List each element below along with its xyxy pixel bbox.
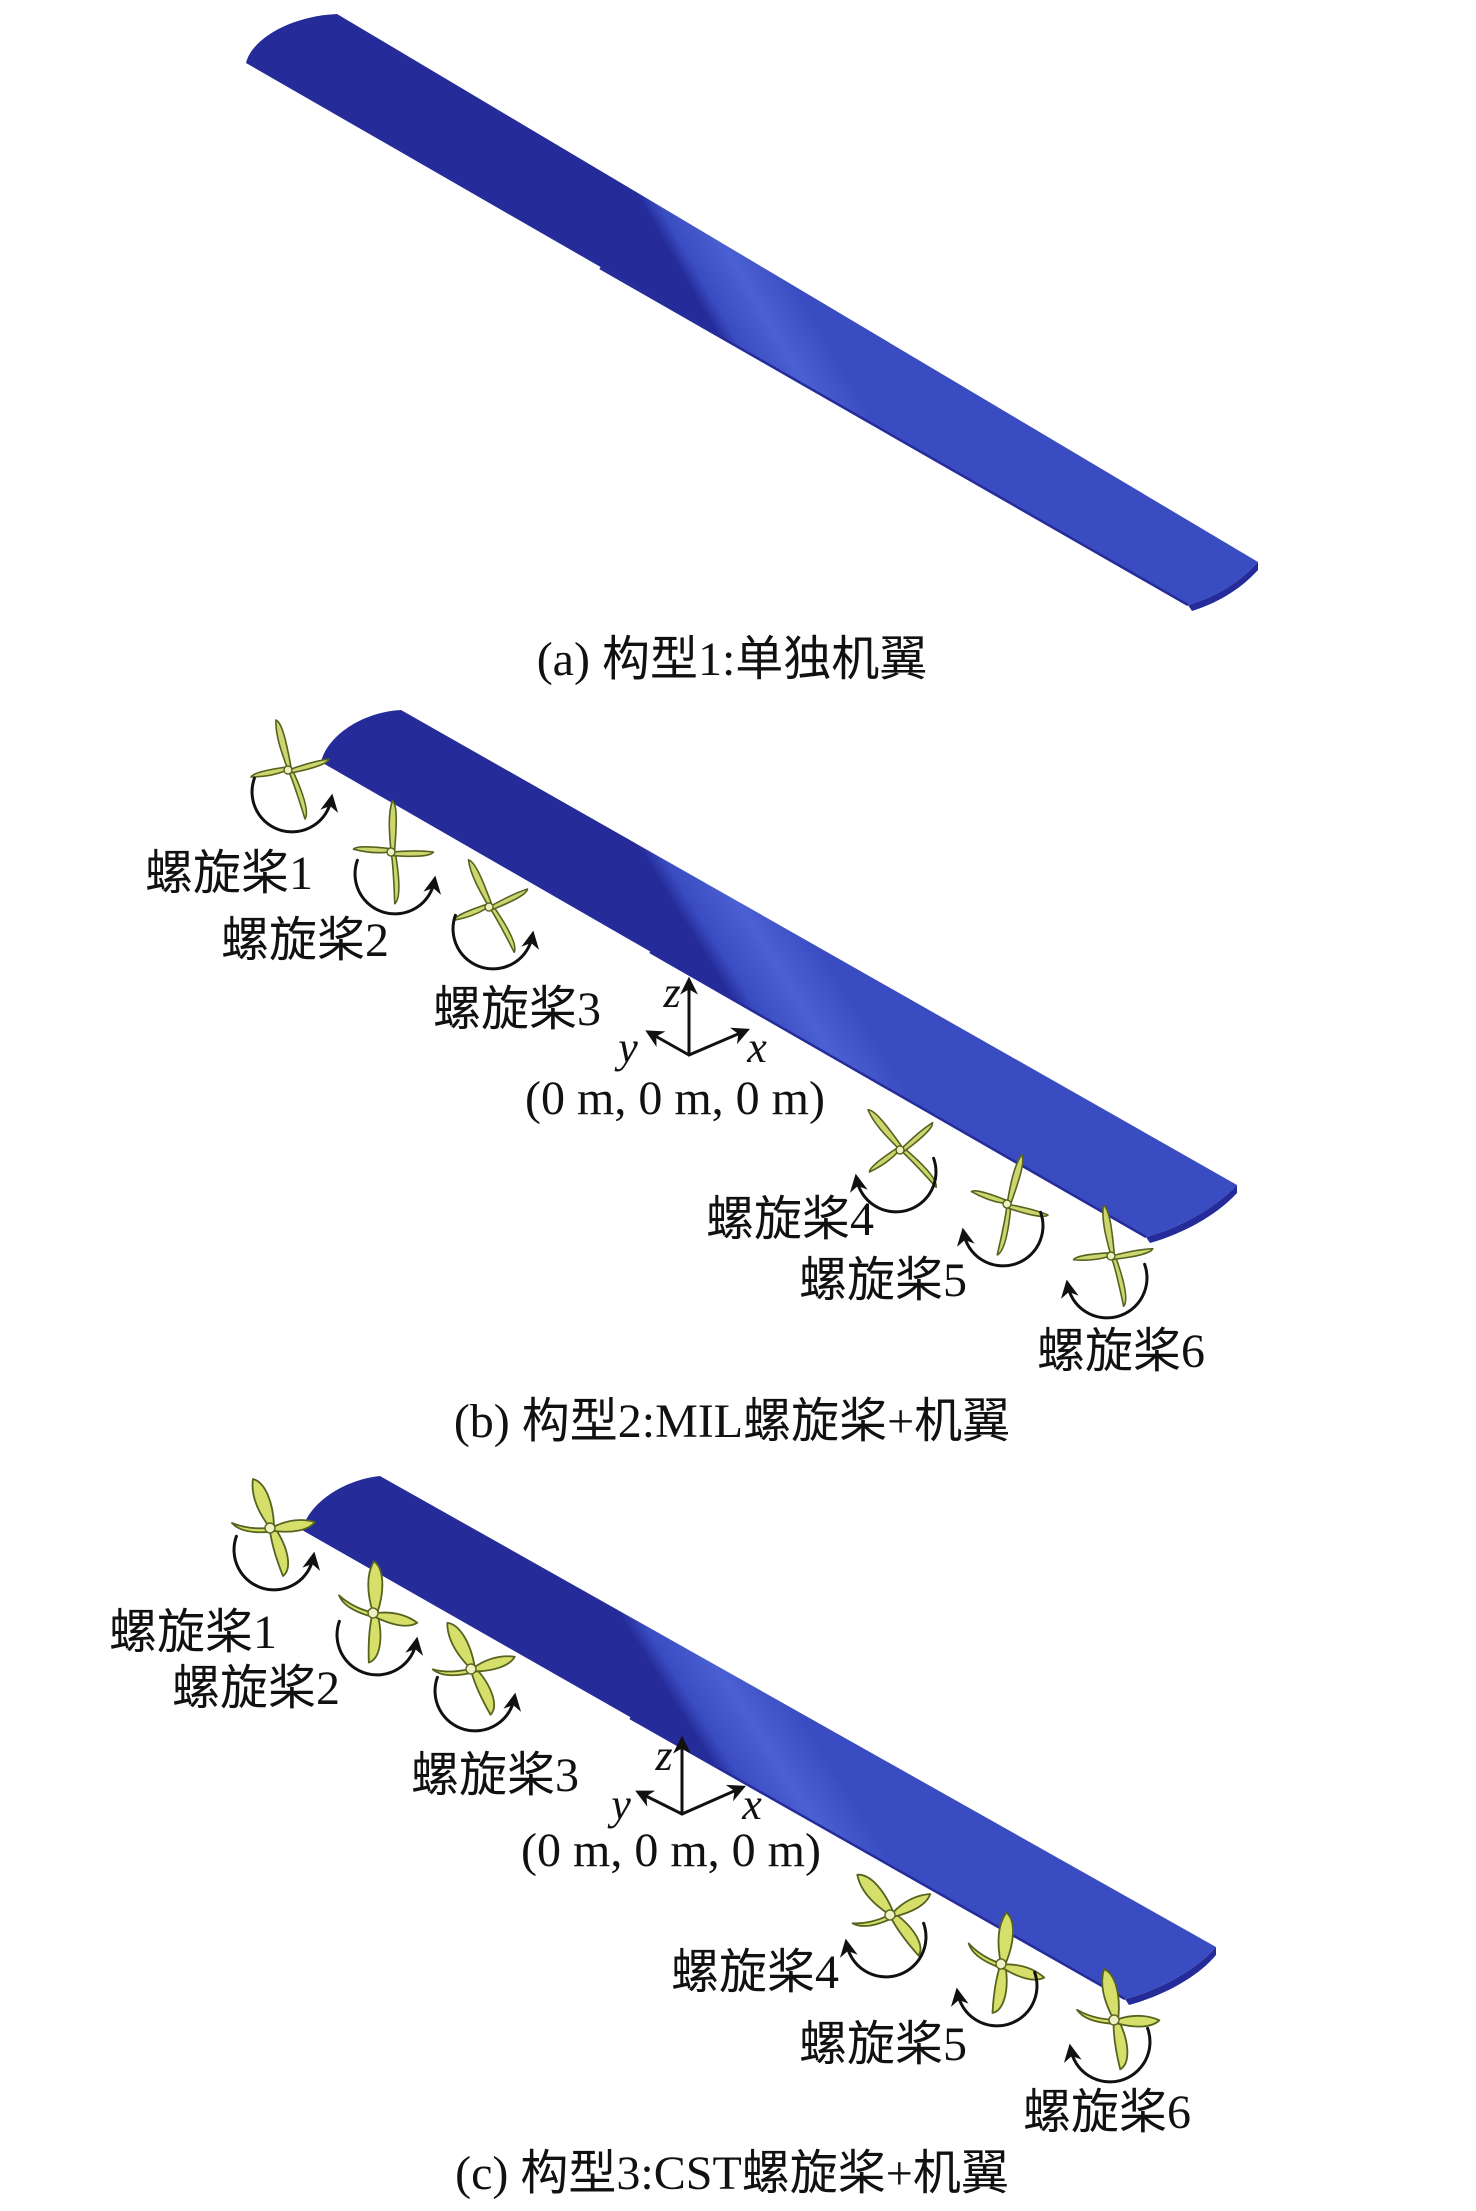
rotation-arrow-b-3 — [451, 913, 540, 971]
y-axis-arrow — [635, 1790, 684, 1816]
rotation-arrow-b-6 — [1060, 1262, 1149, 1320]
y-axis-label: y — [614, 1023, 638, 1072]
coordinate-axes-b: z y x (0 m, 0 m, 0 m) — [525, 968, 825, 1125]
z-axis-label: z — [654, 1731, 672, 1780]
wing-b — [321, 710, 1237, 1237]
rotation-arrow-c-5 — [950, 1970, 1039, 2028]
propeller-label-b-4: 螺旋桨4 — [706, 1193, 874, 1246]
propeller-label-c-1: 螺旋桨1 — [109, 1606, 277, 1659]
rotation-arrow-b-5 — [956, 1210, 1045, 1268]
propeller-label-b-3: 螺旋桨3 — [433, 983, 601, 1036]
wing-a-tip-underside — [1188, 562, 1258, 611]
coordinate-axes-c: z y x (0 m, 0 m, 0 m) — [521, 1731, 821, 1877]
wing-a — [246, 14, 1258, 605]
caption-a: (a) 构型1:单独机翼 — [537, 633, 928, 686]
propeller-label-b-5: 螺旋桨5 — [799, 1254, 967, 1307]
y-axis-arrow — [645, 1030, 691, 1057]
propeller-c-1 — [231, 1478, 316, 1577]
rotation-arrow-b-1 — [250, 776, 339, 834]
panel-c: 螺旋桨1 螺旋桨2 螺旋桨3 螺旋桨4 螺旋桨5 螺旋桨6 z y x (0 m… — [109, 1476, 1216, 2200]
wing-c-tip-underside — [1125, 1947, 1216, 2005]
propeller-b-1 — [250, 719, 330, 820]
z-axis-label: z — [662, 968, 680, 1017]
wing-a-lower-edge — [599, 266, 1189, 607]
propeller-label-b-6: 螺旋桨6 — [1037, 1325, 1205, 1378]
propeller-label-c-5: 螺旋桨5 — [799, 2018, 967, 2071]
y-axis-label: y — [607, 1780, 631, 1829]
x-axis-label: x — [741, 1780, 762, 1829]
x-axis-arrow — [687, 1027, 750, 1057]
x-axis-arrow — [680, 1784, 746, 1816]
panel-b: 螺旋桨1 螺旋桨2 螺旋桨3 螺旋桨4 螺旋桨5 螺旋桨6 z y x (0 m… — [145, 710, 1237, 1448]
propeller-label-b-1: 螺旋桨1 — [145, 847, 313, 900]
caption-b: (b) 构型2:MIL螺旋桨+机翼 — [454, 1395, 1010, 1448]
wing-b-lower-edge — [649, 950, 1147, 1239]
propeller-label-c-6: 螺旋桨6 — [1023, 2086, 1191, 2139]
panel-a: (a) 构型1:单独机翼 — [246, 14, 1258, 686]
propeller-label-c-4: 螺旋桨4 — [671, 1946, 839, 1999]
rotation-arrow-c-1 — [232, 1534, 321, 1592]
rotation-arrow-c-4 — [839, 1921, 928, 1979]
origin-label: (0 m, 0 m, 0 m) — [525, 1072, 825, 1125]
rotation-arrow-c-2 — [335, 1619, 424, 1677]
caption-c: (c) 构型3:CST螺旋桨+机翼 — [455, 2147, 1009, 2200]
propeller-label-c-2: 螺旋桨2 — [172, 1662, 340, 1715]
wing-c-lower-edge — [629, 1716, 1126, 2001]
propeller-label-c-3: 螺旋桨3 — [411, 1749, 579, 1802]
x-axis-label: x — [746, 1023, 767, 1072]
wing-b-tip-underside — [1146, 1185, 1237, 1243]
origin-label: (0 m, 0 m, 0 m) — [521, 1824, 821, 1877]
rotation-arrow-c-6 — [1063, 2026, 1152, 2084]
rotation-arrow-b-4 — [849, 1156, 938, 1214]
propeller-label-b-2: 螺旋桨2 — [221, 914, 389, 967]
rotation-arrow-b-2 — [353, 858, 442, 916]
rotation-arrow-c-3 — [433, 1675, 522, 1733]
wing-c — [302, 1476, 1216, 1999]
